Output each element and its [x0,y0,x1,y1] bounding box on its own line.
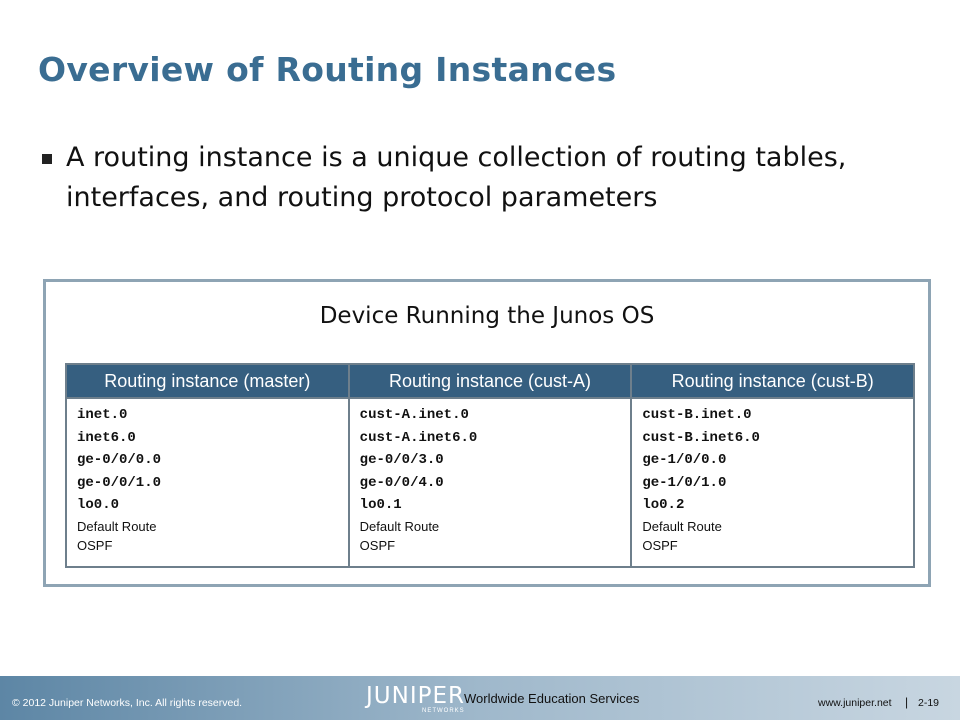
copyright-text: © 2012 Juniper Networks, Inc. All rights… [12,697,243,709]
interface-entry: ge-0/0/3.0 [359,452,444,468]
footer-bar: © 2012 Juniper Networks, Inc. All rights… [0,676,960,720]
instance-body: cust-B.inet.0 cust-B.inet6.0 ge-1/0/0.0 … [632,399,913,555]
table-entry: inet.0 [77,407,128,423]
instance-header: Routing instance (cust-A) [349,365,631,399]
instance-cust-a: Routing instance (cust-A) cust-A.inet.0 … [347,365,631,566]
square-bullet-icon [42,154,52,164]
protocol-entry: OSPF [642,537,678,553]
table-entry: inet6.0 [77,429,136,446]
table-entry: cust-B.inet.0 [642,407,752,423]
footer-separator: | [905,695,909,709]
routing-instances-table: Routing instance (master) inet.0 inet6.0… [65,363,915,568]
interface-entry: ge-0/0/1.0 [77,474,162,491]
interface-entry: lo0.0 [77,497,120,513]
device-diagram: Device Running the Junos OS Routing inst… [43,279,931,587]
instance-header: Routing instance (cust-B) [632,365,914,399]
protocol-entry: Default Route [359,518,440,534]
instance-header: Routing instance (master) [67,365,348,399]
slide-title: Overview of Routing Instances [38,50,617,89]
protocol-entry: OSPF [359,537,396,553]
interface-entry: ge-1/0/0.0 [642,452,727,468]
device-title: Device Running the Junos OS [319,303,655,329]
interface-entry: ge-0/0/4.0 [359,474,444,491]
protocol-entry: Default Route [77,518,157,534]
table-entry: cust-B.inet6.0 [642,429,760,446]
juniper-logo: JUNIPER [366,683,465,709]
instance-body: inet.0 inet6.0 ge-0/0/0.0 ge-0/0/1.0 lo0… [67,399,348,555]
instance-cust-b: Routing instance (cust-B) cust-B.inet.0 … [630,365,914,566]
protocol-entry: Default Route [642,518,722,534]
education-services-label: Worldwide Education Services [464,691,640,706]
interface-entry: ge-1/0/1.0 [642,474,727,491]
interface-entry: ge-0/0/0.0 [77,452,162,468]
interface-entry: lo0.2 [642,497,685,513]
protocol-entry: OSPF [77,537,113,553]
instance-body: cust-A.inet.0 cust-A.inet6.0 ge-0/0/3.0 … [350,399,631,555]
bullet-text: A routing instance is a unique collectio… [66,142,847,213]
instance-master: Routing instance (master) inet.0 inet6.0… [67,365,348,566]
table-entry: cust-A.inet.0 [359,407,469,423]
bullet-item: A routing instance is a unique collectio… [42,138,922,218]
table-entry: cust-A.inet6.0 [359,429,478,446]
page-number: 2-19 [918,697,940,709]
juniper-logo-subtext: NETWORKS [422,708,465,714]
website-link[interactable]: www.juniper.net [818,697,892,709]
interface-entry: lo0.1 [359,497,402,513]
